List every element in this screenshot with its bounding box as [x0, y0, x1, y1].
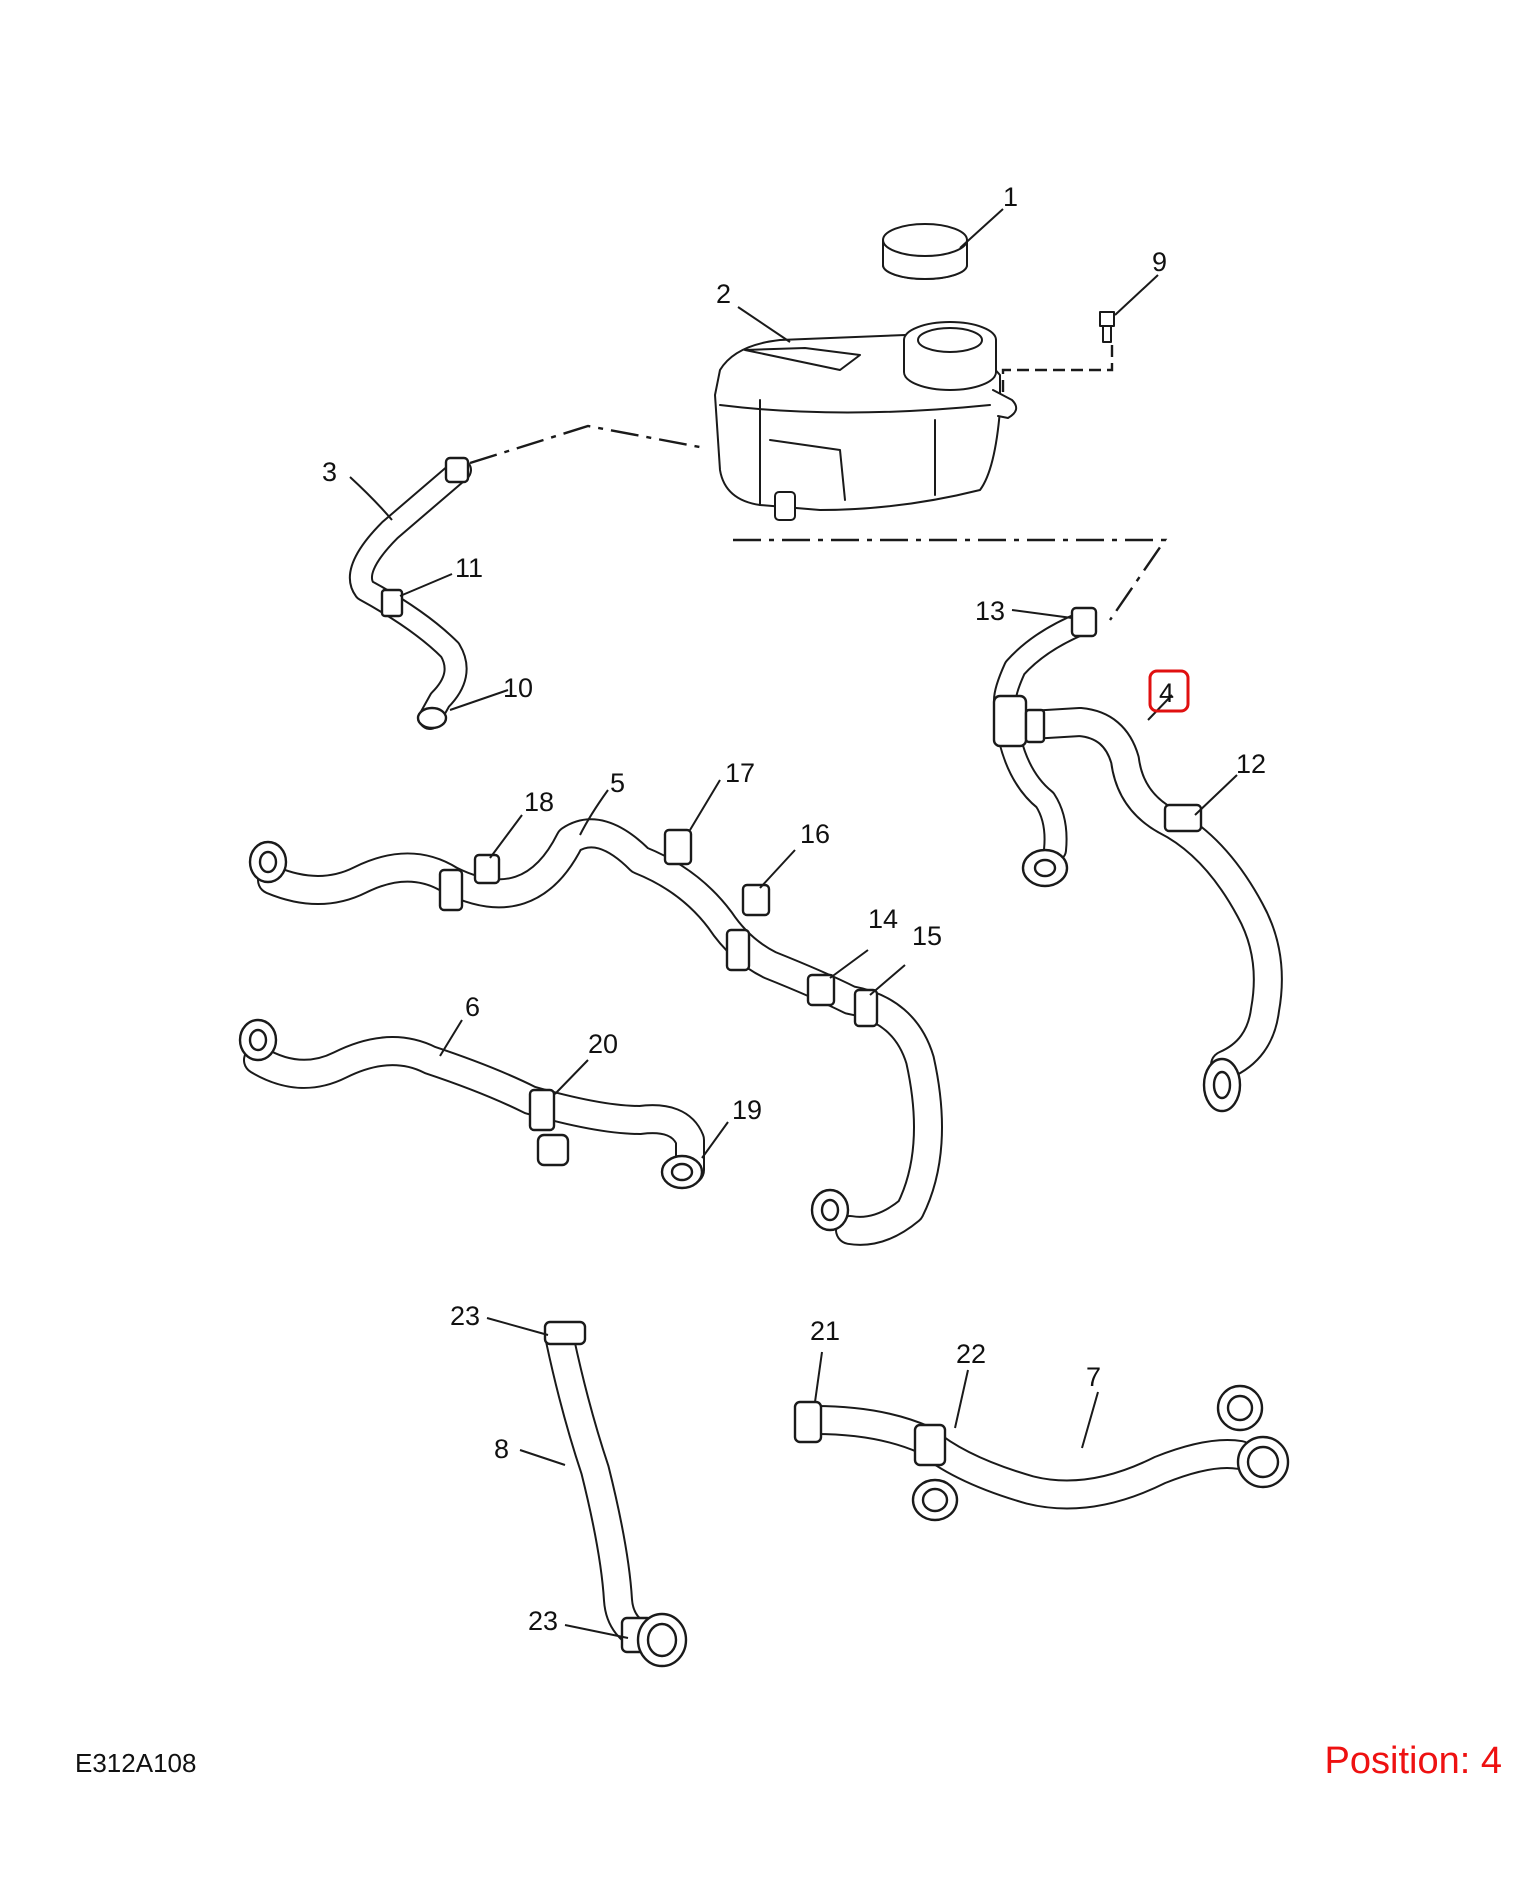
callout-10[interactable]: 10 [503, 673, 533, 703]
part-4-hose[interactable] [992, 606, 1283, 1113]
part-7-hose[interactable] [793, 1351, 1290, 1522]
callout-15[interactable]: 15 [912, 921, 942, 951]
part-11-clamp [380, 588, 404, 618]
part-17-clamp [663, 828, 693, 866]
callout-9[interactable]: 9 [1152, 247, 1167, 277]
part-16-clamp [741, 883, 771, 917]
part-6-hose[interactable] [238, 1018, 729, 1190]
callout-18[interactable]: 18 [524, 787, 554, 817]
callout-17[interactable]: 17 [725, 758, 755, 788]
callout-3[interactable]: 3 [322, 457, 337, 487]
assembly-line-13 [733, 538, 1168, 621]
callout-22[interactable]: 22 [956, 1339, 986, 1369]
part-23-clamp-top [543, 1320, 587, 1346]
callout-6[interactable]: 6 [465, 992, 480, 1022]
part-1-cap[interactable] [882, 208, 1004, 280]
callout-16[interactable]: 16 [800, 819, 830, 849]
part-8-hose[interactable] [486, 1317, 688, 1668]
callout-19[interactable]: 19 [732, 1095, 762, 1125]
part-22-clamp [913, 1423, 947, 1467]
part-15-clamp [853, 988, 879, 1028]
callout-5[interactable]: 5 [610, 768, 625, 798]
callout-8[interactable]: 8 [494, 1434, 509, 1464]
part-2-reservoir[interactable] [714, 306, 1018, 521]
part-21-clamp [793, 1400, 823, 1444]
highlight-box [1148, 669, 1190, 713]
part-5-hose[interactable] [248, 779, 943, 1246]
part-14-clamp [806, 973, 836, 1007]
callout-11[interactable]: 11 [455, 553, 483, 583]
position-indicator: Position: 4 [1324, 1740, 1502, 1782]
part-18-clamp [438, 868, 464, 912]
part-10-end [416, 706, 448, 730]
callout-23-top[interactable]: 23 [450, 1301, 480, 1331]
assembly-line-9 [1001, 345, 1114, 395]
part-20-clamp [528, 1088, 556, 1132]
callout-13[interactable]: 13 [975, 596, 1005, 626]
part-13-clamp [1070, 606, 1098, 638]
part-12-clamp [1163, 803, 1203, 833]
callout-labels: 1 2 3 4 5 6 7 8 9 10 11 12 13 14 15 16 1… [322, 182, 1266, 1636]
callout-7[interactable]: 7 [1086, 1362, 1101, 1392]
callout-14[interactable]: 14 [868, 904, 898, 934]
assembly-line-3 [469, 424, 706, 465]
part-3-hose[interactable] [349, 456, 509, 730]
callout-4[interactable]: 4 [1159, 678, 1174, 708]
callout-20[interactable]: 20 [588, 1029, 618, 1059]
part-9-bolt[interactable] [1099, 274, 1159, 343]
callout-23-bottom[interactable]: 23 [528, 1606, 558, 1636]
callout-12[interactable]: 12 [1236, 749, 1266, 779]
callout-1[interactable]: 1 [1003, 182, 1018, 212]
diagram-reference-code: E312A108 [75, 1748, 197, 1778]
callout-21[interactable]: 21 [810, 1316, 840, 1346]
callout-2[interactable]: 2 [716, 279, 731, 309]
